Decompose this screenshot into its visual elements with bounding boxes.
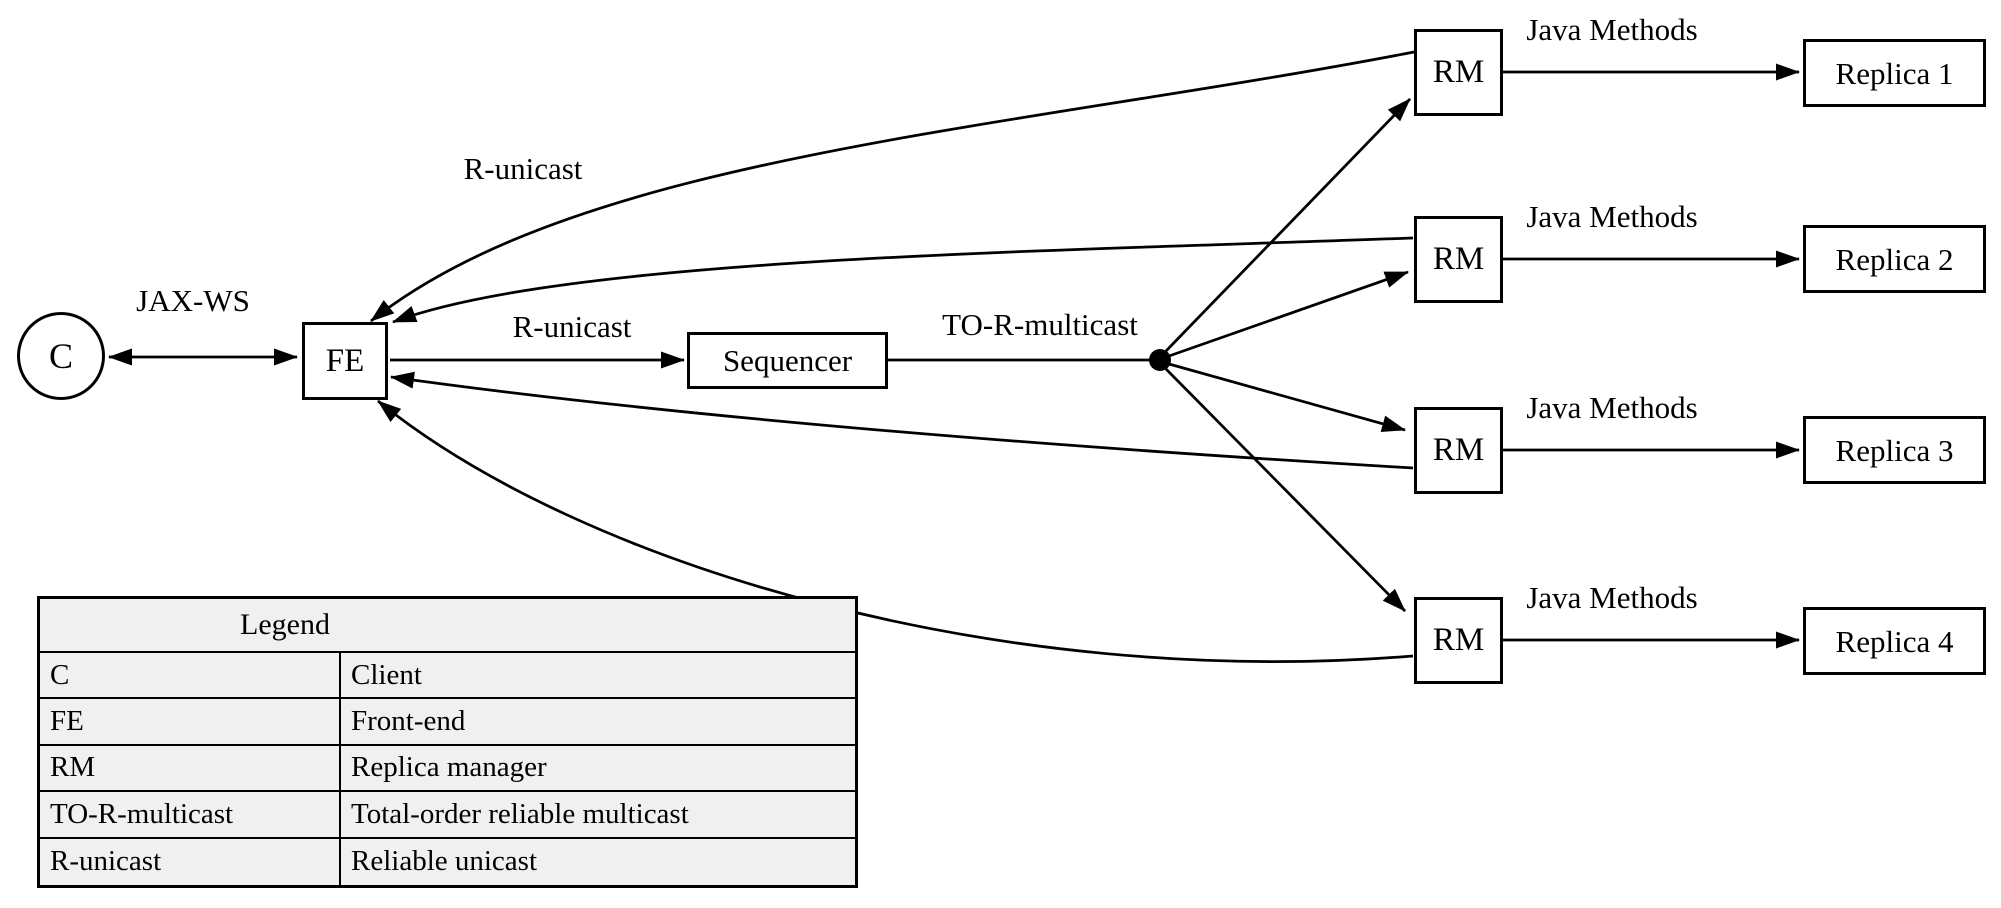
edge-multicast-rm3: [1168, 362, 1406, 432]
legend-value-to-r-multicast: Total-order reliable multicast: [341, 792, 855, 839]
edge-label-java-methods-1: Java Methods: [1526, 12, 1698, 47]
edge-multicast-rm2: [1168, 270, 1409, 358]
node-rm-2: RM: [1414, 216, 1503, 303]
edge-multicast-rm1: [1165, 98, 1411, 352]
node-rm-3-label: RM: [1432, 432, 1485, 468]
multicast-point: [1149, 349, 1171, 371]
node-client-label: C: [48, 336, 73, 376]
edge-label-jax-ws: JAX-WS: [136, 283, 250, 318]
node-front-end-label: FE: [325, 342, 365, 379]
legend-key-rm: RM: [40, 745, 341, 793]
node-replica-3-label: Replica 3: [1835, 432, 1954, 468]
edge-rm2-fe-return: [392, 236, 1414, 324]
node-rm-2-label: RM: [1432, 241, 1485, 277]
legend-key-client: C: [40, 653, 341, 700]
node-sequencer-label: Sequencer: [722, 343, 853, 378]
legend-key-r-unicast: R-unicast: [40, 838, 341, 885]
node-rm-4: RM: [1414, 597, 1503, 684]
legend-title: Legend: [240, 608, 330, 641]
node-replica-2: Replica 2: [1803, 225, 1986, 293]
edge-multicast-rm4: [1165, 368, 1406, 612]
node-replica-1: Replica 1: [1803, 39, 1986, 107]
edge-rm3-fe-return: [390, 371, 1414, 470]
node-replica-4-label: Replica 4: [1835, 623, 1954, 659]
legend-value-client: Client: [341, 653, 855, 700]
edge-label-java-methods-3: Java Methods: [1526, 390, 1698, 425]
node-rm-3: RM: [1414, 407, 1503, 494]
node-sequencer: Sequencer: [687, 332, 888, 389]
edge-label-r-unicast-forward: R-unicast: [512, 309, 632, 344]
node-rm-1-label: RM: [1432, 54, 1485, 90]
legend-table: Legend C Client FE Front-end RM Replica …: [37, 596, 858, 888]
legend-key-to-r-multicast: TO-R-multicast: [40, 792, 341, 839]
edge-rm1-fe-return: [370, 50, 1415, 323]
node-replica-1-label: Replica 1: [1835, 55, 1954, 91]
node-front-end: FE: [302, 322, 388, 400]
legend-value-front-end: Front-end: [341, 699, 855, 746]
legend-title-row: Legend: [40, 599, 855, 653]
legend-value-rm: Replica manager: [341, 746, 855, 793]
edge-label-java-methods-4: Java Methods: [1526, 580, 1698, 615]
edge-label-r-unicast-return: R-unicast: [463, 151, 583, 186]
node-rm-1: RM: [1414, 29, 1503, 116]
legend-value-r-unicast: Reliable unicast: [351, 845, 538, 878]
legend-key-front-end: FE: [40, 699, 341, 746]
node-replica-3: Replica 3: [1803, 416, 1986, 484]
node-rm-4-label: RM: [1432, 622, 1485, 658]
node-replica-2-label: Replica 2: [1835, 241, 1954, 277]
node-replica-4: Replica 4: [1803, 607, 1986, 675]
edge-label-java-methods-2: Java Methods: [1526, 199, 1698, 234]
node-client: C: [17, 312, 105, 400]
edge-label-to-r-multicast: TO-R-multicast: [942, 307, 1138, 342]
